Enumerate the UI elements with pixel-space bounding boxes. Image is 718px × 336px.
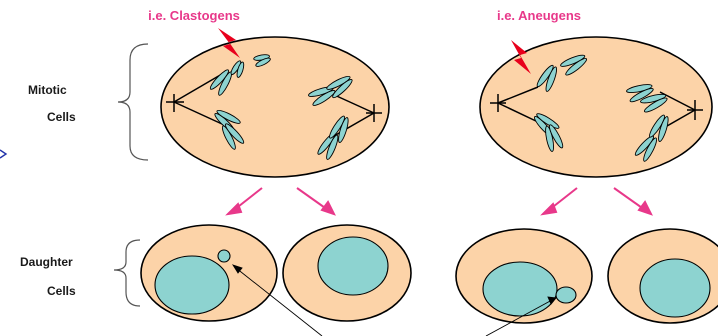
mitotic-cells-label: Cells <box>47 110 76 124</box>
mitotic-label: Mitotic <box>28 83 67 97</box>
mitotic-cell-clastogens <box>161 28 389 177</box>
mitotic-brace-icon <box>118 44 148 160</box>
aneugens-title: i.e. Aneugens <box>497 8 581 23</box>
daughter-cell-clastogens-micronucleus <box>141 225 277 321</box>
micronucleus-icon <box>556 287 576 303</box>
mitotic-cell-aneugens <box>480 37 712 177</box>
daughter-cell-aneugens-normal <box>608 229 718 323</box>
micronucleus-icon <box>218 250 230 262</box>
daughter-cell-aneugens-micronucleus <box>456 229 592 323</box>
daughter-label: Daughter <box>20 255 73 269</box>
arrows <box>228 188 651 214</box>
clastogens-title: i.e. Clastogens <box>148 8 240 23</box>
daughter-brace-icon <box>114 240 140 306</box>
daughter-cells-label: Cells <box>47 284 76 298</box>
left-edge-mark <box>0 150 6 158</box>
daughter-cell-clastogens-normal <box>283 225 411 321</box>
